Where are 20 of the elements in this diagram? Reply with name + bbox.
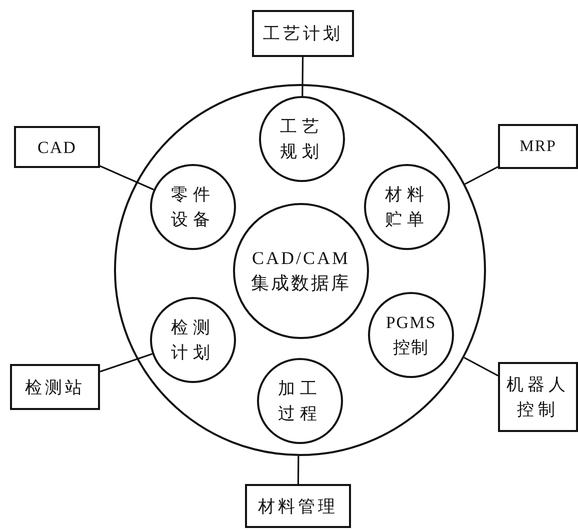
connector-line bbox=[100, 165, 154, 190]
module-circle: PGMS控制 bbox=[368, 292, 454, 378]
system-box: 工艺计划 bbox=[252, 10, 354, 56]
outer-circle bbox=[114, 84, 486, 456]
connector-line bbox=[297, 456, 300, 484]
module-circle: 加工过程 bbox=[257, 358, 343, 444]
module-circle: 材料贮单 bbox=[364, 164, 450, 250]
connector-line bbox=[464, 356, 498, 376]
connector-line bbox=[100, 353, 153, 372]
system-box: 检测站 bbox=[10, 364, 100, 410]
connector-line bbox=[302, 56, 304, 96]
system-box: CAD bbox=[14, 126, 100, 168]
connector-line bbox=[464, 166, 498, 185]
system-box: 机器人控制 bbox=[498, 362, 578, 432]
system-box: 材料管理 bbox=[245, 484, 351, 528]
system-box: MRP bbox=[498, 124, 578, 168]
module-circle: 零件设备 bbox=[150, 164, 236, 250]
module-circle: 工艺规划 bbox=[259, 96, 345, 182]
module-circle: CAD/CAM集成数据库 bbox=[233, 203, 369, 339]
module-circle: 检测计划 bbox=[150, 297, 236, 383]
